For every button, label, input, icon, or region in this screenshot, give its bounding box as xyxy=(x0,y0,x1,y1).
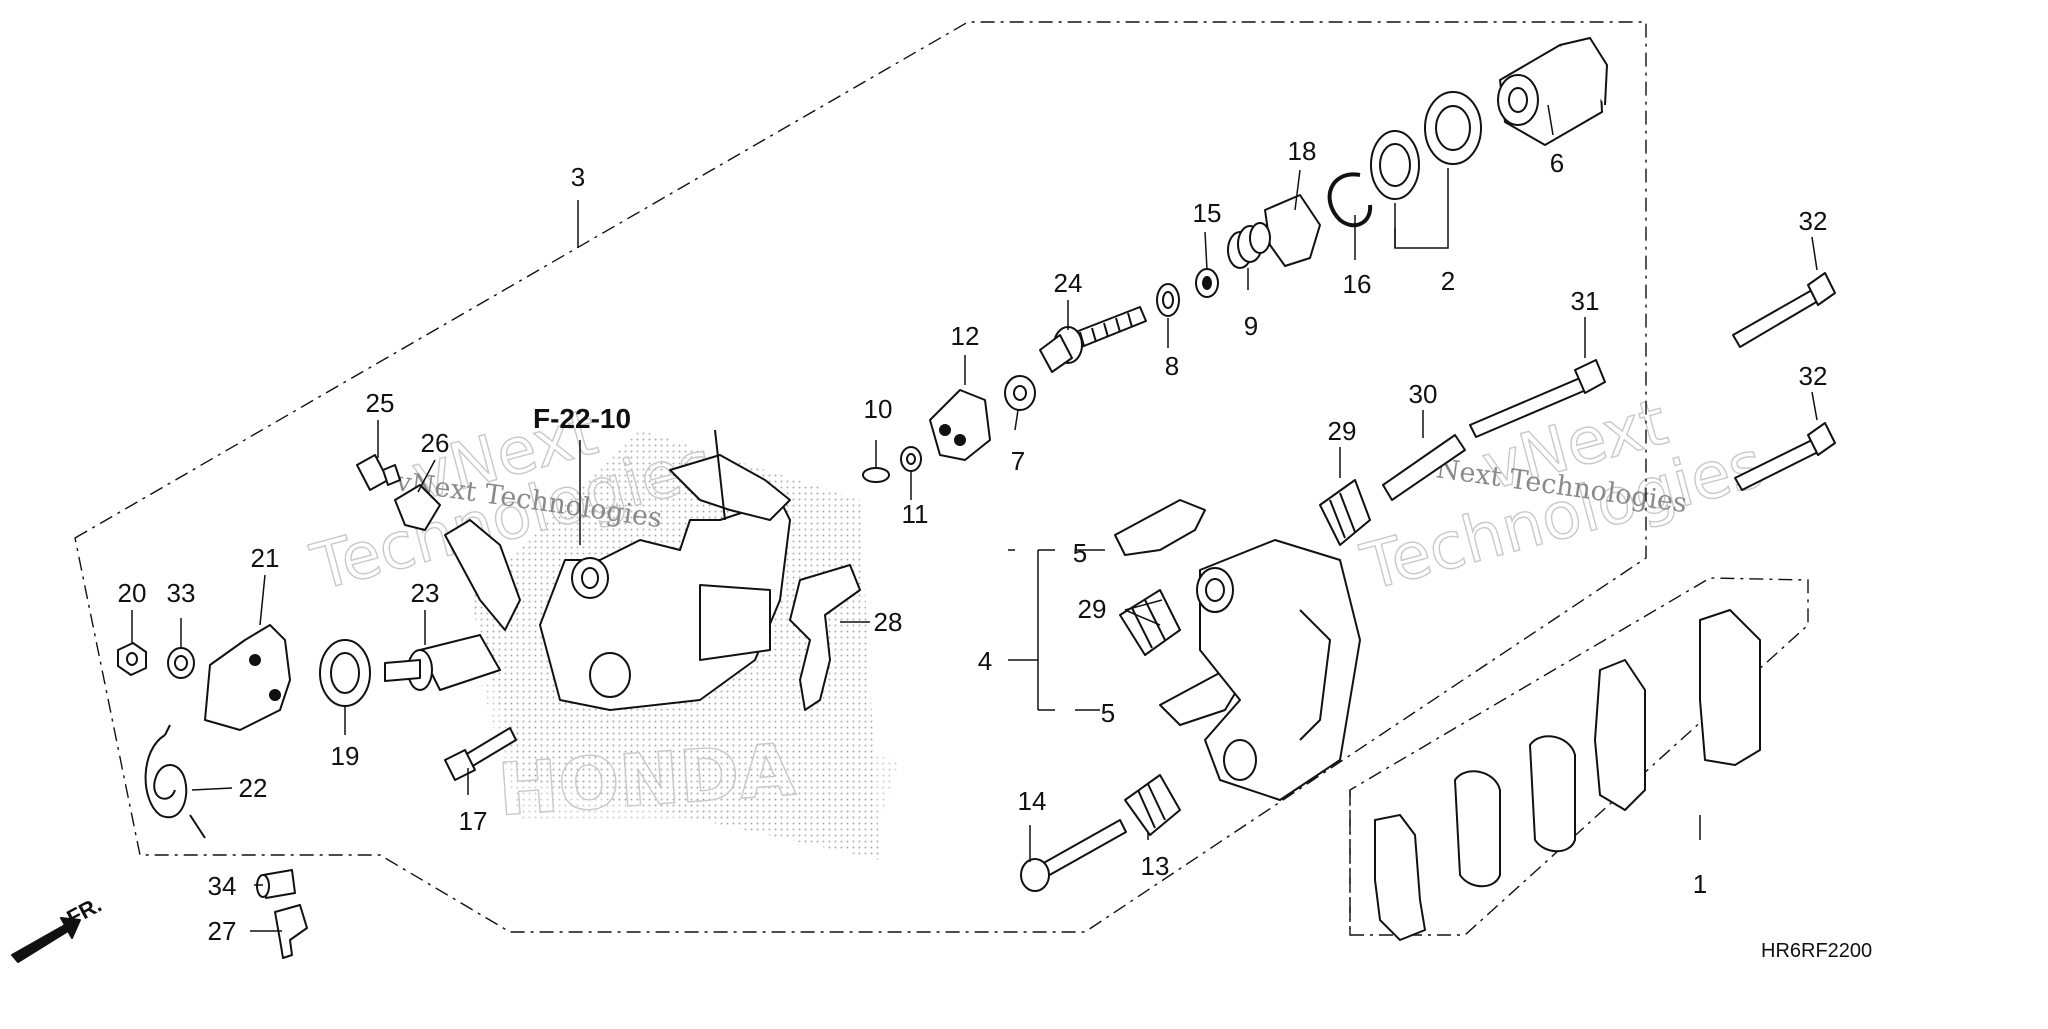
part-8-bearing xyxy=(1156,283,1180,317)
part-3-caliper-body xyxy=(444,429,791,711)
part-28-pad-spring xyxy=(789,564,861,711)
part-4-caliper-bracket xyxy=(1196,539,1361,801)
callout-7: 7 xyxy=(1011,446,1025,476)
callout-17: 17 xyxy=(459,806,488,836)
part-32-bolt-upper xyxy=(1732,272,1836,348)
callout-28: 28 xyxy=(874,607,903,637)
reference-label: F-22-10 xyxy=(533,403,631,434)
callout-22: 22 xyxy=(239,773,268,803)
part-5-clip-lower xyxy=(1159,669,1241,726)
callout-18: 18 xyxy=(1288,136,1317,166)
callout-30: 30 xyxy=(1409,379,1438,409)
callout-4: 4 xyxy=(978,646,992,676)
part-1-brake-pads xyxy=(1374,609,1761,941)
callout-25: 25 xyxy=(366,388,395,418)
callout-2: 2 xyxy=(1441,266,1455,296)
diagram-code: HR6RF2200 xyxy=(1761,940,1872,962)
callout-24: 24 xyxy=(1054,268,1083,298)
callout-19: 19 xyxy=(331,741,360,771)
callout-29-lower: 29 xyxy=(1078,594,1107,624)
callout-33: 33 xyxy=(167,578,196,608)
parts xyxy=(11,37,1836,963)
callout-32-upper: 32 xyxy=(1799,206,1828,236)
part-6-sleeve xyxy=(1497,37,1608,146)
part-24-adjuster-bolt xyxy=(1039,306,1147,373)
callout-34: 34 xyxy=(208,871,237,901)
callout-1: 1 xyxy=(1693,869,1707,899)
part-22-spring xyxy=(144,724,206,839)
part-19-seal xyxy=(319,639,371,707)
part-34-sleeve xyxy=(256,869,296,899)
part-33-washer xyxy=(167,647,195,679)
part-14-pin-bolt xyxy=(1020,819,1127,892)
part-29-boot-lower xyxy=(1119,589,1181,656)
caliper-assembly-boundary xyxy=(74,21,1647,933)
callout-29-upper: 29 xyxy=(1328,416,1357,446)
callout-10: 10 xyxy=(864,394,893,424)
part-18-clip xyxy=(1264,194,1321,267)
callout-6: 6 xyxy=(1550,148,1564,178)
part-15-washer xyxy=(1195,268,1219,298)
part-26-clip xyxy=(394,484,441,531)
callout-27: 27 xyxy=(208,916,237,946)
part-27-clip xyxy=(274,904,308,959)
assembly-boundaries xyxy=(74,21,1809,936)
part-31-bolt xyxy=(1469,359,1606,438)
front-direction-arrow xyxy=(11,917,81,963)
part-30-slide-pin xyxy=(1382,434,1466,501)
callout-5-upper: 5 xyxy=(1073,538,1087,568)
callout-31: 31 xyxy=(1571,286,1600,316)
part-16-circlip xyxy=(1327,172,1373,228)
part-2-piston-seals xyxy=(1370,91,1482,200)
callout-5-lower: 5 xyxy=(1101,698,1115,728)
part-5-clip-upper xyxy=(1114,499,1206,556)
part-12-cam xyxy=(929,389,991,461)
callout-16: 16 xyxy=(1343,269,1372,299)
callout-23: 23 xyxy=(411,578,440,608)
part-13-boot xyxy=(1124,774,1181,836)
callout-14: 14 xyxy=(1018,786,1047,816)
callout-3: 3 xyxy=(571,162,585,192)
part-29-boot-upper xyxy=(1319,479,1371,546)
part-11-washer xyxy=(900,446,922,472)
callouts: 1 2 3 4 5 5 6 7 8 9 10 11 12 13 14 15 16… xyxy=(118,136,1828,946)
callout-11: 11 xyxy=(902,499,929,529)
callout-26: 26 xyxy=(421,428,450,458)
leader-lines xyxy=(131,104,1818,932)
part-21-lever-plate xyxy=(204,624,291,731)
part-9-spring xyxy=(1227,222,1271,269)
part-23-piston xyxy=(384,634,501,691)
part-10-o-ring xyxy=(862,467,890,483)
part-20-nut xyxy=(117,642,147,676)
callout-13: 13 xyxy=(1141,851,1170,881)
callout-9: 9 xyxy=(1244,311,1258,341)
part-25-bleeder xyxy=(356,454,401,491)
callout-32-lower: 32 xyxy=(1799,361,1828,391)
callout-8: 8 xyxy=(1165,351,1179,381)
callout-12: 12 xyxy=(951,321,980,351)
callout-20: 20 xyxy=(118,578,147,608)
part-32-bolt-lower xyxy=(1734,422,1836,491)
part-7-nut xyxy=(1004,375,1036,411)
callout-15: 15 xyxy=(1193,198,1222,228)
callout-21: 21 xyxy=(251,543,280,573)
